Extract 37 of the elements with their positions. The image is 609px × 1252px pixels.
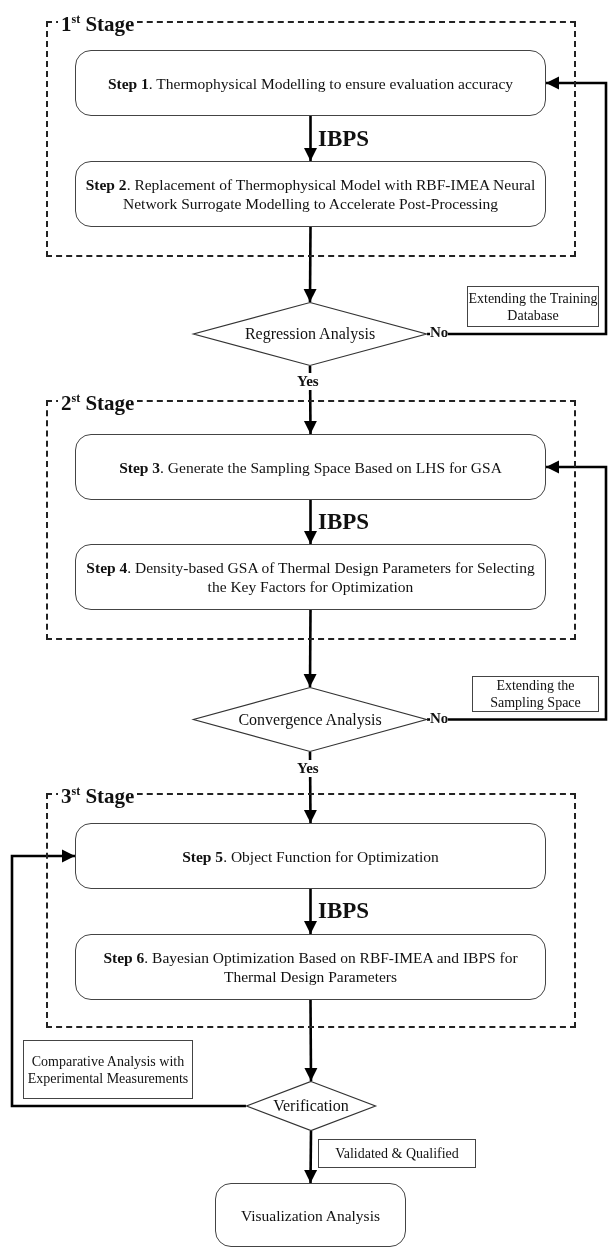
decision-text: Convergence Analysis [238, 710, 382, 729]
process-box [215, 1183, 406, 1247]
step-text: Step 3. Generate the Sampling Space Based on LHS for GSA [118, 457, 503, 477]
step-text: Step 4. Density-based GSA of Thermal Design Parameters for Selecting the Key Factors for Optimization [85, 558, 536, 596]
step-text: Step 6. Bayesian Optimization Based on RBF-IMEA and IBPS for Thermal Design Parameters [102, 948, 519, 986]
arrow [303, 227, 317, 302]
process-box [75, 823, 546, 889]
arrow [304, 889, 317, 934]
arrow [304, 500, 317, 544]
step-text: Step 5. Object Function for Optimization [181, 846, 440, 866]
arrow [304, 1000, 318, 1081]
arrow [427, 76, 608, 336]
arrow [303, 610, 317, 687]
note-text: Extending the Training Database [468, 289, 598, 324]
note-text: Comparative Analysis with Experimental Measurements [26, 1052, 190, 1087]
step-text: Visualization Analysis [240, 1205, 381, 1225]
note-text: Extending the Sampling Space [489, 677, 582, 711]
note-box [318, 1139, 476, 1168]
decision-text: Verification [273, 1097, 349, 1115]
arrow [10, 849, 246, 1108]
step-text: Step 2. Replacement of Thermophysical Model with RBF-IMEA Neural Network Surrogate Modelling to Accelerate Post-Processing [84, 175, 537, 213]
process-box [75, 50, 546, 116]
arrow [303, 366, 317, 434]
process-box [75, 161, 546, 227]
edge-label: Yes [297, 373, 319, 390]
arrow [427, 460, 608, 721]
note-text: Validated & Qualified [335, 1145, 459, 1162]
arrow [304, 1131, 318, 1183]
edge-label: Yes [297, 760, 319, 777]
process-box [75, 434, 546, 500]
arrow [304, 116, 317, 161]
process-box [75, 934, 546, 1000]
decision-text: Regression Analysis [244, 325, 376, 343]
process-box [75, 544, 546, 610]
note-box [472, 676, 599, 712]
step-text: Step 1. Thermophysical Modelling to ensure evaluation accuracy [106, 73, 515, 93]
note-box [23, 1040, 193, 1099]
